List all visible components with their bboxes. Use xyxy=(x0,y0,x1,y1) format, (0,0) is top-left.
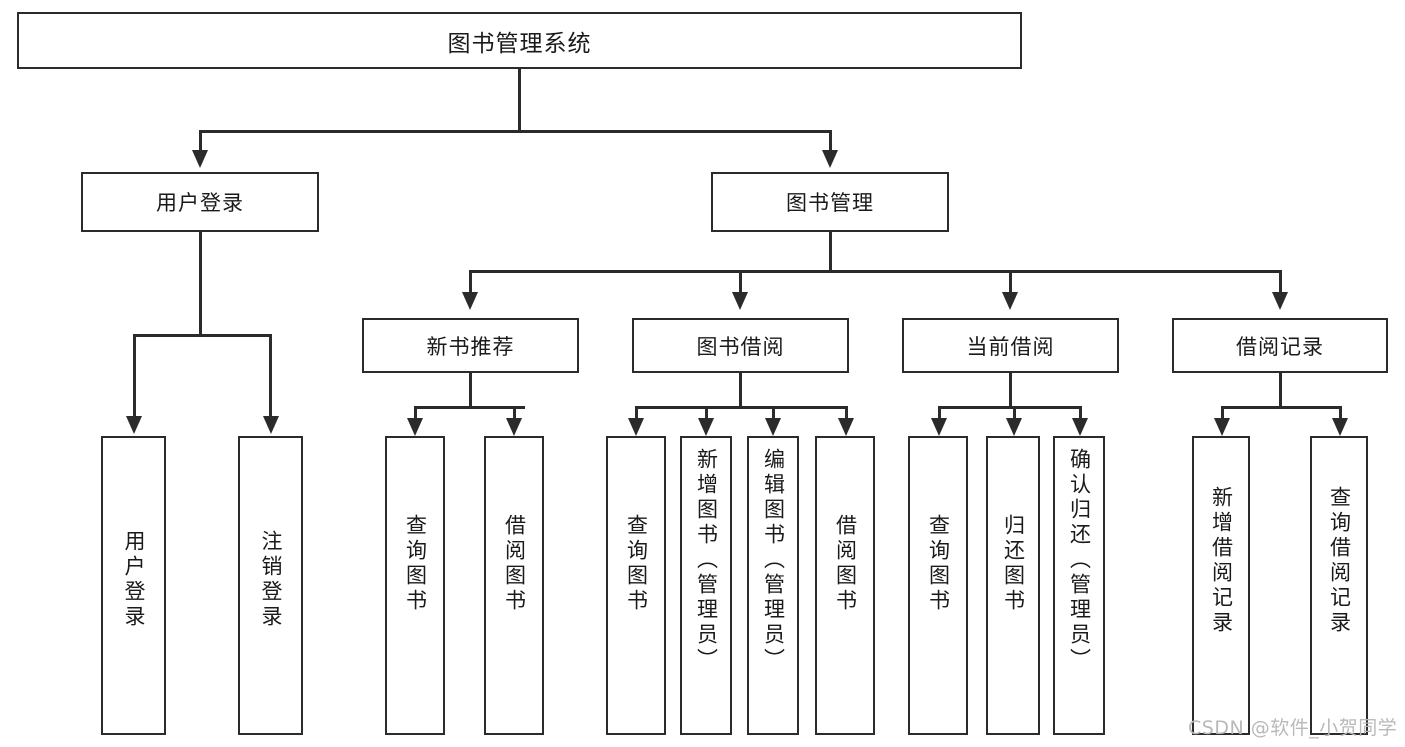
node-leaf-borrow-book-2[interactable]: 借阅图书 xyxy=(815,436,875,735)
node-leaf-add-record-label: 新增借阅记录 xyxy=(1209,486,1234,636)
node-leaf-user-login-label: 用户登录 xyxy=(122,530,146,630)
arrow-to-leaf-user-logout xyxy=(263,416,279,434)
node-leaf-confirm-return-label: 确认归还（管理员） xyxy=(1067,448,1092,673)
node-current-borrow[interactable]: 当前借阅 xyxy=(902,318,1119,373)
arrow-to-leaf-confirm-return xyxy=(1072,418,1088,436)
edge-book-manage-bus xyxy=(469,270,1281,273)
edge-l3-drop-4 xyxy=(1279,270,1282,294)
node-leaf-borrow-book-2-label: 借阅图书 xyxy=(833,514,858,614)
node-new-book-rec-label: 新书推荐 xyxy=(426,334,515,359)
node-leaf-query-book-2-label: 查询图书 xyxy=(624,514,649,614)
node-leaf-edit-book-label: 编辑图书（管理员） xyxy=(761,448,786,673)
arrow-to-new-book-rec xyxy=(462,292,478,310)
edge-nbr-drop-1 xyxy=(414,406,417,420)
edge-cb-stem xyxy=(1009,373,1012,408)
edge-root-stem xyxy=(518,69,521,131)
node-current-borrow-label: 当前借阅 xyxy=(966,334,1055,359)
edge-nbr-drop-2 xyxy=(513,406,516,420)
node-book-manage[interactable]: 图书管理 xyxy=(711,172,949,232)
arrow-to-user-login xyxy=(192,150,208,168)
edge-l3-drop-1 xyxy=(469,270,472,294)
node-leaf-borrow-book-1-label: 借阅图书 xyxy=(502,514,527,614)
node-leaf-user-login[interactable]: 用户登录 xyxy=(101,436,166,735)
node-leaf-add-record[interactable]: 新增借阅记录 xyxy=(1192,436,1250,735)
node-root-label: 图书管理系统 xyxy=(447,30,592,57)
arrow-to-leaf-edit-book xyxy=(765,418,781,436)
edge-cb-drop-3 xyxy=(1079,406,1082,420)
edge-br-drop-1 xyxy=(1221,406,1224,420)
node-borrow-record-label: 借阅记录 xyxy=(1236,334,1324,359)
node-leaf-query-book-3-label: 查询图书 xyxy=(926,514,951,614)
node-user-login-label: 用户登录 xyxy=(156,191,244,215)
arrow-to-current-borrow xyxy=(1002,292,1018,310)
arrow-to-book-borrow xyxy=(732,292,748,310)
edge-user-login-drop-2 xyxy=(269,334,272,418)
arrow-to-leaf-user-login xyxy=(126,416,142,434)
edge-bb-drop-4 xyxy=(845,406,848,420)
node-user-login[interactable]: 用户登录 xyxy=(81,172,319,232)
edge-user-login-drop-1 xyxy=(133,334,136,418)
node-leaf-edit-book[interactable]: 编辑图书（管理员） xyxy=(747,436,799,735)
node-book-borrow[interactable]: 图书借阅 xyxy=(632,318,849,373)
arrow-to-leaf-query-book-3 xyxy=(931,418,947,436)
node-leaf-query-record-label: 查询借阅记录 xyxy=(1327,486,1352,636)
watermark-text: CSDN @软件_小贺同学 xyxy=(1188,717,1398,739)
node-leaf-add-book[interactable]: 新增图书（管理员） xyxy=(680,436,732,735)
node-leaf-query-book-1[interactable]: 查询图书 xyxy=(385,436,445,735)
edge-br-bus xyxy=(1221,406,1339,409)
edge-bb-drop-1 xyxy=(635,406,638,420)
edge-cb-drop-2 xyxy=(1013,406,1016,420)
edge-bb-drop-3 xyxy=(772,406,775,420)
node-leaf-query-book-3[interactable]: 查询图书 xyxy=(908,436,968,735)
edge-cb-drop-1 xyxy=(938,406,941,420)
edge-root-drop-left xyxy=(199,130,202,152)
arrow-to-leaf-borrow-book-1 xyxy=(506,418,522,436)
node-leaf-query-record[interactable]: 查询借阅记录 xyxy=(1310,436,1368,735)
node-leaf-user-logout[interactable]: 注销登录 xyxy=(238,436,303,735)
edge-nbr-stem xyxy=(469,373,472,408)
node-leaf-query-book-1-label: 查询图书 xyxy=(403,514,428,614)
arrow-to-leaf-add-book xyxy=(698,418,714,436)
node-leaf-confirm-return[interactable]: 确认归还（管理员） xyxy=(1053,436,1105,735)
arrow-to-book-manage xyxy=(822,150,838,168)
edge-l3-drop-3 xyxy=(1009,270,1012,294)
edge-bb-stem xyxy=(739,373,742,408)
edge-br-stem xyxy=(1279,373,1282,408)
edge-bb-bus xyxy=(635,406,847,409)
node-leaf-query-book-2[interactable]: 查询图书 xyxy=(606,436,666,735)
arrow-to-leaf-borrow-book-2 xyxy=(838,418,854,436)
edge-book-manage-stem xyxy=(829,232,832,272)
node-leaf-return-book[interactable]: 归还图书 xyxy=(986,436,1040,735)
node-leaf-borrow-book-1[interactable]: 借阅图书 xyxy=(484,436,544,735)
node-leaf-return-book-label: 归还图书 xyxy=(1001,514,1026,614)
node-new-book-rec[interactable]: 新书推荐 xyxy=(362,318,579,373)
arrow-to-leaf-query-record xyxy=(1332,418,1348,436)
edge-nbr-bus xyxy=(414,406,525,409)
node-book-manage-label: 图书管理 xyxy=(786,191,874,215)
node-leaf-user-logout-label: 注销登录 xyxy=(259,530,283,630)
edge-root-drop-right xyxy=(829,130,832,152)
arrow-to-borrow-record xyxy=(1272,292,1288,310)
edge-bb-drop-2 xyxy=(705,406,708,420)
edge-br-drop-2 xyxy=(1339,406,1342,420)
edge-user-login-stem xyxy=(199,232,202,336)
node-borrow-record[interactable]: 借阅记录 xyxy=(1172,318,1388,373)
edge-l3-drop-2 xyxy=(739,270,742,294)
node-book-borrow-label: 图书借阅 xyxy=(696,334,785,359)
arrow-to-leaf-query-book-2 xyxy=(628,418,644,436)
edge-root-bus xyxy=(199,130,832,133)
arrow-to-leaf-query-book-1 xyxy=(407,418,423,436)
node-root[interactable]: 图书管理系统 xyxy=(17,12,1022,69)
node-leaf-add-book-label: 新增图书（管理员） xyxy=(694,448,719,673)
arrow-to-leaf-add-record xyxy=(1214,418,1230,436)
arrow-to-leaf-return-book xyxy=(1006,418,1022,436)
edge-user-login-bus xyxy=(133,334,271,337)
edge-cb-bus xyxy=(938,406,1082,409)
